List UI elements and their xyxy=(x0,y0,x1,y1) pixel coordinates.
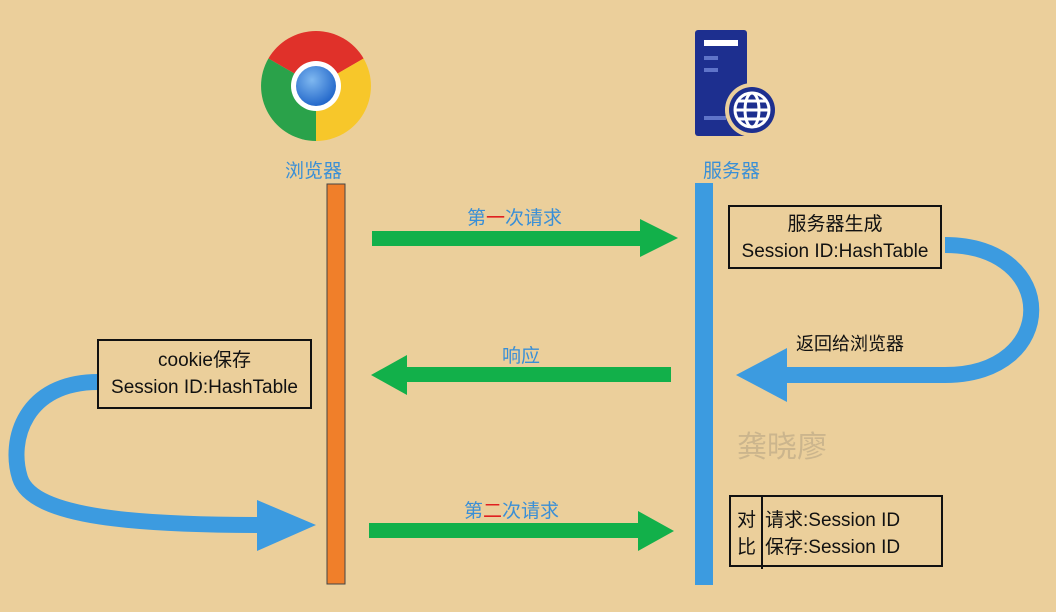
compare-line2: 保存:Session ID xyxy=(765,537,901,558)
response-arrow xyxy=(371,355,671,395)
browser-save-loop-arrow xyxy=(8,374,316,551)
second-request-suffix: 次请求 xyxy=(502,500,560,522)
first-request-suffix: 次请求 xyxy=(505,207,563,229)
server-generate-line2: Session ID:HashTable xyxy=(741,241,929,262)
chrome-browser-icon xyxy=(261,31,371,141)
return-to-browser-label: 返回给浏览器 xyxy=(796,334,904,355)
cookie-save-line1: cookie保存 xyxy=(158,350,251,371)
compare-divider xyxy=(761,497,763,569)
server-lifeline xyxy=(695,183,713,585)
first-request-prefix: 第 xyxy=(467,207,487,229)
first-request-highlight: 一 xyxy=(486,207,506,229)
browser-label: 浏览器 xyxy=(285,160,343,182)
web-server-globe-icon xyxy=(695,30,779,137)
compare-box: 对 比 请求:Session ID 保存:Session ID xyxy=(729,495,943,569)
server-return-loop-arrow xyxy=(736,237,1040,402)
first-request-label: 第一次请求 xyxy=(467,203,562,230)
second-request-arrow xyxy=(369,511,674,551)
server-generate-line1: 服务器生成 xyxy=(787,214,883,235)
compare-side-1: 对 xyxy=(737,510,757,531)
cookie-save-box: cookie保存 Session ID:HashTable xyxy=(97,339,312,409)
server-label: 服务器 xyxy=(703,160,761,182)
cookie-save-line2: Session ID:HashTable xyxy=(111,377,298,398)
first-request-arrow xyxy=(372,219,678,257)
server-generate-box: 服务器生成 Session ID:HashTable xyxy=(728,205,942,269)
second-request-label: 第二次请求 xyxy=(464,496,559,523)
response-label: 响应 xyxy=(501,345,541,367)
second-request-prefix: 第 xyxy=(464,500,484,522)
compare-side-2: 比 xyxy=(737,537,757,558)
compare-line1: 请求:Session ID xyxy=(765,510,901,531)
browser-lifeline xyxy=(326,183,346,585)
second-request-highlight: 二 xyxy=(483,500,503,522)
author-watermark: 龚晓廖 xyxy=(737,430,827,465)
